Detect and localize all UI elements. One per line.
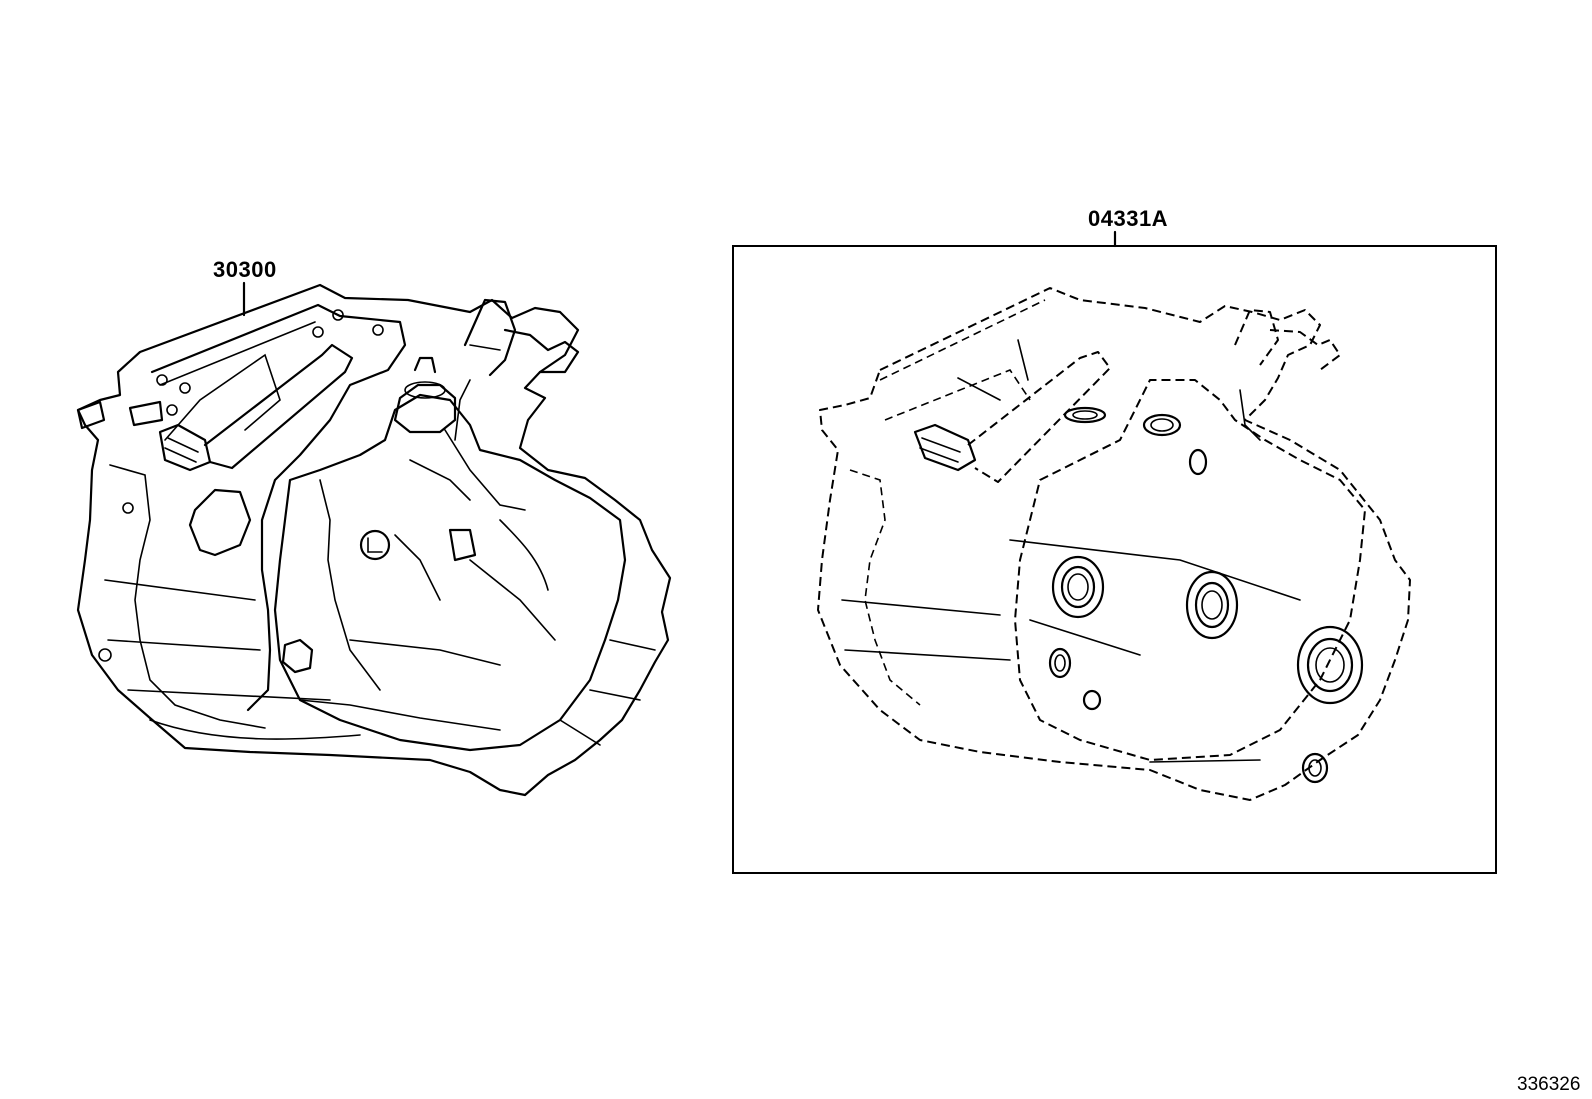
gasket-washer-1 — [1048, 647, 1072, 679]
gasket-washer-2 — [1082, 689, 1102, 711]
gear-case — [273, 393, 627, 752]
housing-outline — [76, 283, 672, 797]
shift-rod-boot — [158, 423, 212, 472]
gasket-kit-drawing: 04331A — [732, 206, 1497, 874]
bell-housing-flange — [150, 303, 407, 712]
shift-lever — [203, 343, 354, 470]
oil-seal-1 — [1063, 406, 1107, 424]
transaxle-assembly-drawing: 30300 — [76, 257, 672, 797]
o-ring-small — [1188, 448, 1208, 476]
part-label-30300: 30300 — [213, 257, 277, 282]
seal-ring-left — [1051, 555, 1105, 619]
housing-outline-dashed — [817, 287, 1411, 801]
drain-plug — [359, 529, 391, 561]
part-label-04331a: 04331A — [1088, 206, 1168, 231]
seal-ring-center — [1185, 570, 1239, 640]
seal-ring-right — [1296, 625, 1364, 705]
figure-id: 336326 — [1517, 1074, 1580, 1095]
kit-bounding-box — [732, 245, 1497, 874]
gasket-washer-3 — [1301, 752, 1329, 784]
lever-weight — [188, 488, 252, 557]
oil-seal-2 — [1142, 413, 1182, 437]
